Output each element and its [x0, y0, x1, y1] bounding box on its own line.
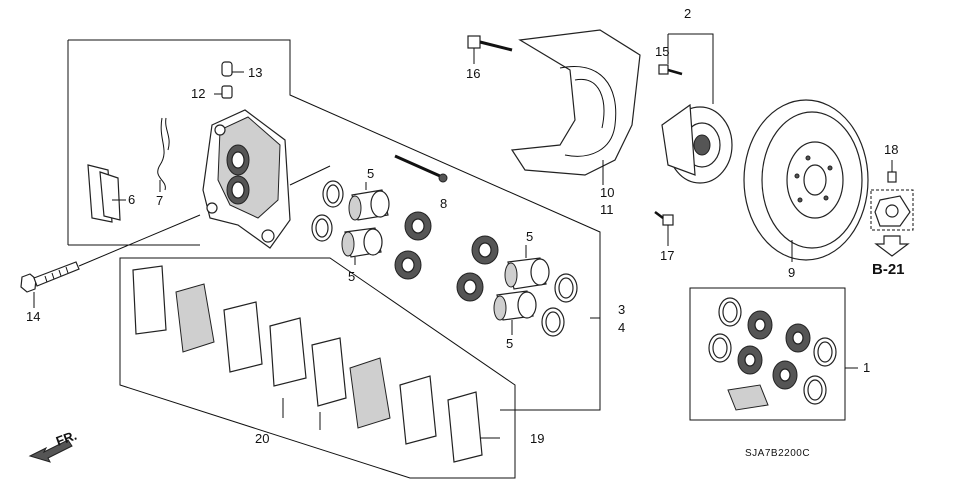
bleeder-screw-icon	[214, 85, 233, 99]
bolt-16-icon	[467, 35, 513, 52]
splash-shield-icon	[510, 29, 641, 176]
callout-15: 15	[655, 44, 669, 59]
part-code-label: SJA7B2200C	[745, 448, 810, 459]
reference-arrow-icon	[874, 235, 910, 257]
screw-18-icon	[887, 160, 897, 183]
callout-10: 10	[600, 185, 614, 200]
bolt-17-icon	[654, 211, 674, 226]
callout-17: 17	[660, 248, 674, 263]
callout-1: 1	[863, 360, 870, 375]
callout-11: 11	[600, 202, 614, 217]
piston-upper-right-icon	[504, 257, 550, 290]
callout-5b: 5	[348, 269, 355, 284]
callout-19: 19	[530, 431, 544, 446]
callout-5a: 5	[367, 166, 374, 181]
brake-pads-icon	[132, 265, 483, 463]
caliper-pin-icon	[394, 154, 448, 183]
pad-clip-icon	[87, 164, 126, 223]
callout-3: 3	[618, 302, 625, 317]
caliper-group-outline	[68, 39, 601, 411]
callout-5c: 5	[526, 229, 533, 244]
callout-2: 2	[684, 6, 691, 21]
front-label: FR.	[54, 428, 79, 449]
spring-icon	[157, 117, 170, 191]
seal-kit-icon	[708, 297, 837, 411]
hub-bearing-icon	[661, 103, 733, 184]
bolt-15-icon	[658, 64, 683, 76]
caliper-body-icon	[202, 109, 331, 249]
seal-left-icon	[311, 180, 344, 242]
bleeder-cap-icon	[221, 61, 244, 77]
dust-boot-right-icon	[456, 235, 499, 302]
bolt-14-icon	[20, 214, 201, 293]
callout-12: 12	[191, 86, 205, 101]
callout-6: 6	[128, 192, 135, 207]
callout-13: 13	[248, 65, 262, 80]
callout-5d: 5	[506, 336, 513, 351]
seal-kit-outline	[689, 287, 846, 421]
reference-label: B-21	[872, 261, 905, 278]
seal-right-icon	[541, 273, 578, 337]
callout-9: 9	[788, 265, 795, 280]
callout-20: 20	[255, 431, 269, 446]
callout-7: 7	[156, 193, 163, 208]
callout-4: 4	[618, 320, 625, 335]
pad-set-outline	[119, 257, 516, 479]
callout-8: 8	[440, 196, 447, 211]
piston-lower-left-icon	[341, 227, 383, 258]
dust-boot-left-icon	[394, 211, 432, 280]
callout-16: 16	[466, 66, 480, 81]
hub-nut-icon	[870, 189, 914, 231]
callout-18: 18	[884, 142, 898, 157]
piston-lower-right-icon	[493, 290, 537, 321]
piston-upper-left-icon	[348, 189, 390, 221]
callout-14: 14	[26, 309, 40, 324]
front-direction-arrow-icon	[28, 439, 73, 463]
brake-rotor-icon	[743, 99, 869, 261]
